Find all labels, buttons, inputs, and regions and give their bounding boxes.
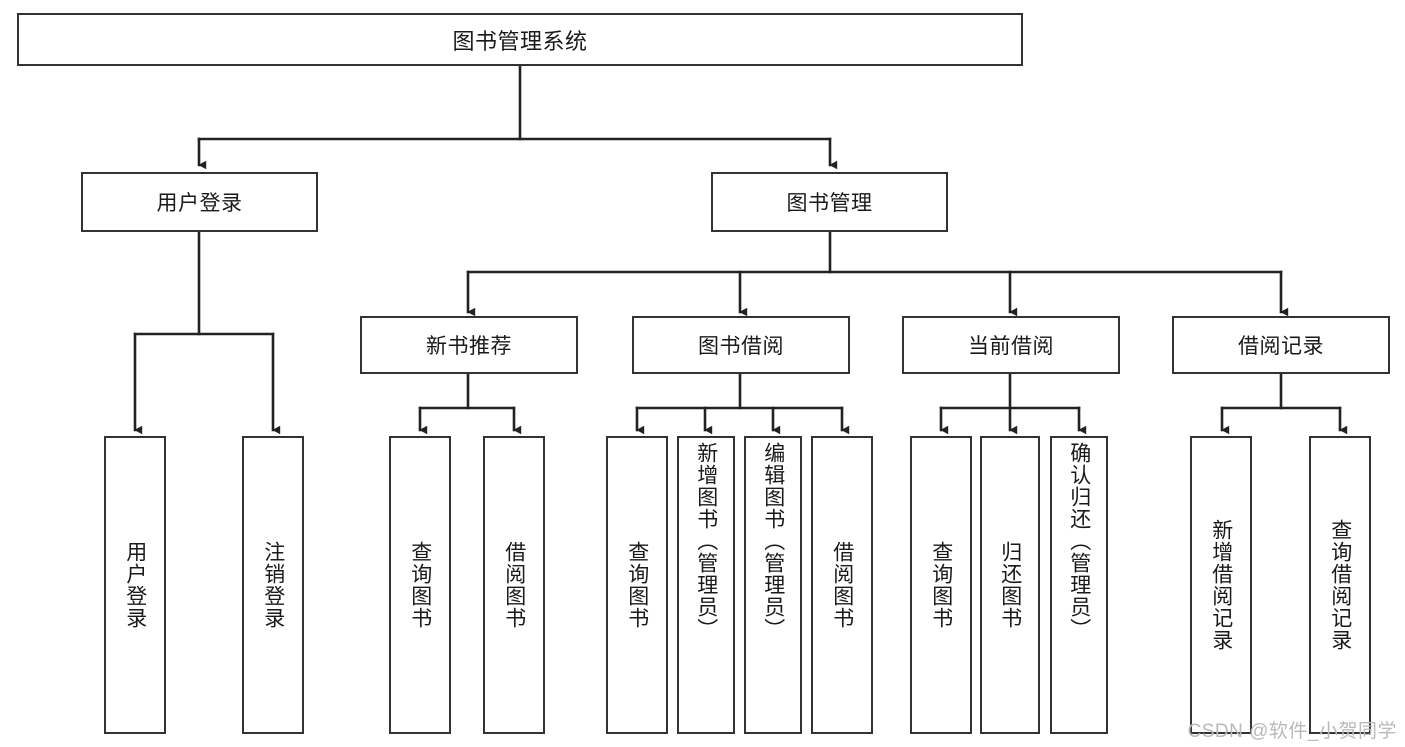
node-root-system[interactable]: 图书管理系统 — [17, 13, 1023, 66]
node-book-borrow-label: 图书借阅 — [698, 335, 784, 358]
node-borrow-record-label: 借阅记录 — [1238, 335, 1324, 358]
node-book-management[interactable]: 图书管理 — [711, 172, 948, 232]
node-new-book-recommend[interactable]: 新书推荐 — [360, 316, 578, 374]
node-leaf-confirm-return-admin-label: 确认归还（管理员） — [1067, 442, 1091, 640]
watermark-credit: CSDN @软件_小贺同学 — [1187, 721, 1397, 742]
node-leaf-return-book-label: 归还图书 — [998, 541, 1022, 629]
node-current-borrow[interactable]: 当前借阅 — [902, 316, 1120, 374]
node-leaf-query-book-borrow[interactable]: 查询图书 — [606, 436, 668, 734]
node-leaf-borrow-book-recommend[interactable]: 借阅图书 — [483, 436, 545, 734]
node-leaf-add-book-admin-label: 新增图书（管理员） — [694, 442, 718, 640]
node-leaf-query-book-current[interactable]: 查询图书 — [910, 436, 972, 734]
node-root-system-label: 图书管理系统 — [452, 28, 588, 54]
node-leaf-confirm-return-admin[interactable]: 确认归还（管理员） — [1050, 436, 1108, 734]
node-leaf-query-book-recommend[interactable]: 查询图书 — [389, 436, 451, 734]
node-user-login-label: 用户登录 — [156, 192, 243, 215]
node-leaf-edit-book-admin-label: 编辑图书（管理员） — [761, 442, 785, 640]
node-leaf-logout[interactable]: 注销登录 — [242, 436, 304, 734]
node-borrow-record[interactable]: 借阅记录 — [1172, 316, 1390, 374]
node-leaf-add-borrow-record[interactable]: 新增借阅记录 — [1190, 436, 1252, 734]
node-leaf-borrow-book-borrow-label: 借阅图书 — [830, 541, 854, 629]
node-leaf-query-book-recommend-label: 查询图书 — [408, 541, 432, 629]
node-leaf-borrow-book-borrow[interactable]: 借阅图书 — [811, 436, 873, 734]
node-leaf-query-borrow-record-label: 查询借阅记录 — [1328, 519, 1352, 651]
node-new-book-recommend-label: 新书推荐 — [426, 335, 512, 358]
node-leaf-query-book-borrow-label: 查询图书 — [625, 541, 649, 629]
node-leaf-query-book-current-label: 查询图书 — [929, 541, 953, 629]
node-leaf-logout-label: 注销登录 — [261, 541, 285, 629]
node-leaf-edit-book-admin[interactable]: 编辑图书（管理员） — [744, 436, 802, 734]
node-leaf-add-borrow-record-label: 新增借阅记录 — [1209, 519, 1233, 651]
node-leaf-user-login-label: 用户登录 — [123, 541, 147, 629]
node-book-borrow[interactable]: 图书借阅 — [632, 316, 850, 374]
node-user-login[interactable]: 用户登录 — [81, 172, 318, 232]
node-current-borrow-label: 当前借阅 — [968, 335, 1054, 358]
node-leaf-query-borrow-record[interactable]: 查询借阅记录 — [1309, 436, 1371, 734]
node-leaf-borrow-book-recommend-label: 借阅图书 — [502, 541, 526, 629]
node-book-management-label: 图书管理 — [786, 192, 873, 215]
node-leaf-add-book-admin[interactable]: 新增图书（管理员） — [677, 436, 735, 734]
node-leaf-return-book[interactable]: 归还图书 — [980, 436, 1040, 734]
node-leaf-user-login[interactable]: 用户登录 — [104, 436, 166, 734]
